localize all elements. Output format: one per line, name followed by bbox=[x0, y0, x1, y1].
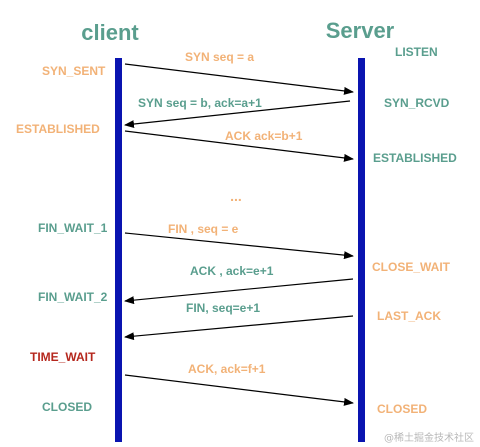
server-lifeline bbox=[358, 58, 365, 442]
arrow-fin-1 bbox=[124, 232, 354, 260]
arrow-ack-2 bbox=[124, 278, 354, 305]
client-state-time-wait: TIME_WAIT bbox=[30, 350, 96, 364]
client-state-closed: CLOSED bbox=[42, 400, 92, 414]
message-label-syn-ack: SYN seq = b, ack=a+1 bbox=[138, 96, 262, 110]
client-state-syn-sent: SYN_SENT bbox=[42, 64, 106, 78]
message-label-fin-2: FIN, seq=e+1 bbox=[186, 301, 260, 315]
server-state-established: ESTABLISHED bbox=[373, 151, 457, 165]
client-state-fin-wait-2: FIN_WAIT_2 bbox=[38, 290, 108, 304]
arrow-syn-ack bbox=[124, 100, 351, 129]
message-label-fin-1: FIN , seq = e bbox=[168, 222, 239, 236]
client-title: client bbox=[81, 20, 139, 45]
server-state-close-wait: CLOSE_WAIT bbox=[372, 260, 451, 274]
server-title: Server bbox=[326, 18, 395, 43]
arrow-ack-3 bbox=[124, 374, 354, 406]
arrow-syn bbox=[124, 63, 354, 95]
message-label-ack: ACK ack=b+1 bbox=[225, 129, 303, 143]
message-label-syn: SYN seq = a bbox=[185, 50, 254, 64]
client-state-established: ESTABLISHED bbox=[16, 122, 100, 136]
ellipsis: ... bbox=[230, 188, 242, 204]
server-state-listen: LISTEN bbox=[395, 45, 438, 59]
watermark: @稀土掘金技术社区 bbox=[384, 431, 474, 444]
message-label-ack-2: ACK , ack=e+1 bbox=[190, 264, 274, 278]
client-state-fin-wait-1: FIN_WAIT_1 bbox=[38, 221, 108, 235]
arrow-fin-2 bbox=[124, 315, 354, 341]
arrow-ack bbox=[124, 130, 354, 162]
server-state-last-ack: LAST_ACK bbox=[377, 309, 441, 323]
message-label-ack-3: ACK, ack=f+1 bbox=[188, 362, 266, 376]
server-state-closed: CLOSED bbox=[377, 402, 427, 416]
client-lifeline bbox=[115, 58, 122, 442]
server-state-syn-rcvd: SYN_RCVD bbox=[384, 96, 450, 110]
